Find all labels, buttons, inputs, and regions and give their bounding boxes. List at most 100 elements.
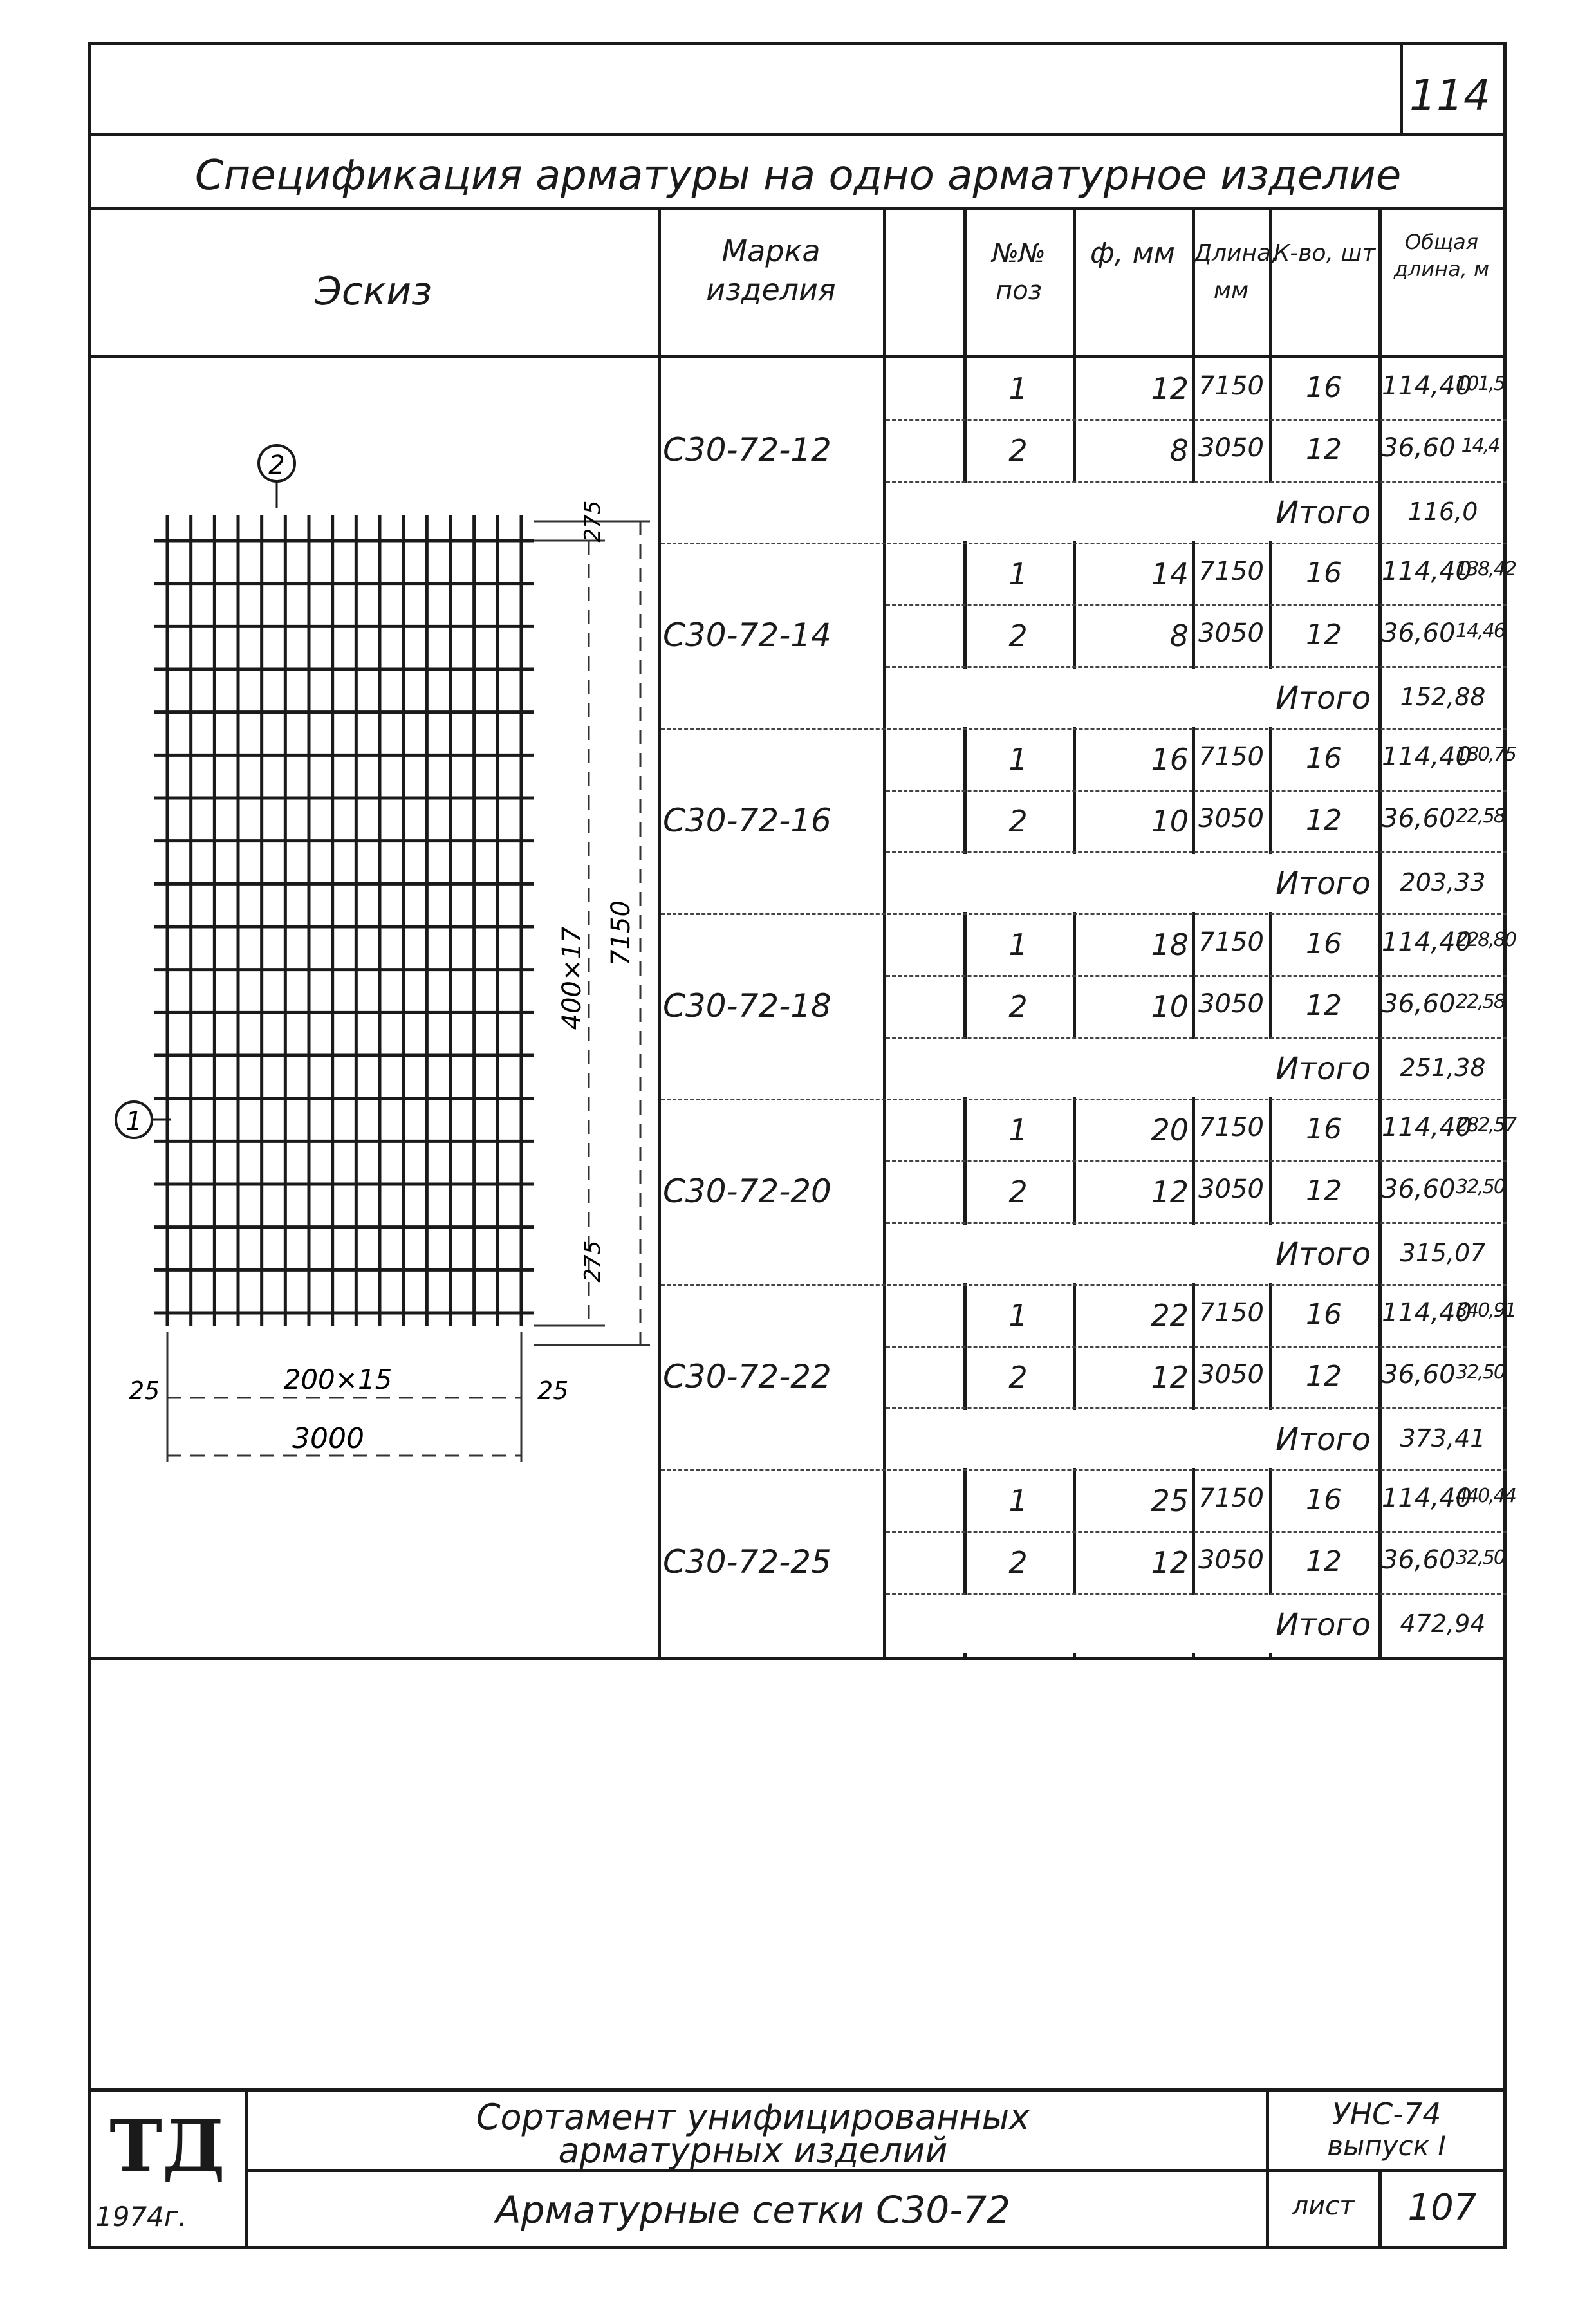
header-row-bottom <box>88 355 1507 358</box>
cell-mass: 101,5 <box>1456 373 1506 395</box>
dim-top: 275 <box>580 501 606 543</box>
cell-mass: 138,42 <box>1456 558 1517 580</box>
cell-pos: 1 <box>1008 557 1028 591</box>
cell-count: 16 <box>1306 742 1342 775</box>
cell-diam: 8 <box>1169 618 1189 653</box>
cell-length: 7150 <box>1198 1298 1264 1328</box>
cell-length: 3050 <box>1198 433 1264 463</box>
mesh-bars <box>154 515 534 1326</box>
titleblock-mid-line <box>245 2169 1507 2172</box>
row-separator <box>886 1160 1507 1162</box>
col-line-total <box>1378 207 1382 1657</box>
cell-total: 36,60 <box>1382 1545 1456 1575</box>
cell-total: 36,60 <box>1382 433 1456 463</box>
dim-bottom: 275 <box>580 1241 606 1283</box>
cell-count: 12 <box>1306 989 1342 1022</box>
group-mark: С30-72-16 <box>663 802 831 839</box>
cell-mass: 282,57 <box>1456 1114 1517 1137</box>
header-diam: ф, мм <box>1090 237 1175 270</box>
sheet-title: Арматурные сетки С30-72 <box>495 2188 1011 2232</box>
group-separator <box>661 1284 1507 1286</box>
cell-count: 16 <box>1306 1113 1342 1146</box>
row-separator <box>886 1346 1507 1348</box>
row-separator <box>886 1593 1507 1595</box>
cell-pos: 1 <box>1008 371 1028 406</box>
row-separator <box>886 1222 1507 1224</box>
cell-pos: 2 <box>1008 989 1028 1024</box>
cell-mass: 32,50 <box>1456 1361 1506 1384</box>
dim-right: 25 <box>537 1377 568 1405</box>
cell-mass: 22,58 <box>1456 805 1506 828</box>
group-mark: С30-72-20 <box>663 1173 831 1210</box>
cell-pos: 2 <box>1008 433 1028 468</box>
cell-total: 36,60 <box>1382 989 1456 1019</box>
itogo-value: 373,41 <box>1400 1424 1486 1452</box>
cell-diam: 18 <box>1151 927 1189 962</box>
row-separator <box>886 975 1507 977</box>
itogo-label: Итого <box>1276 1051 1371 1087</box>
header-pos: №№ поз <box>992 239 1046 306</box>
cell-pos: 1 <box>1008 1113 1028 1147</box>
cell-count: 16 <box>1306 1298 1342 1331</box>
cell-count: 12 <box>1306 1360 1342 1393</box>
itogo-row-mask <box>886 1225 1378 1283</box>
sheet-number: 107 <box>1407 2187 1477 2229</box>
group-separator <box>661 1099 1507 1100</box>
itogo-value: 116,0 <box>1407 497 1478 526</box>
group-mark: С30-72-14 <box>663 617 831 654</box>
sheet-frame <box>88 42 1507 2249</box>
cell-diam: 16 <box>1151 742 1189 777</box>
itogo-value: 315,07 <box>1400 1239 1486 1267</box>
col-line-pos <box>963 207 967 1657</box>
header-bottom-line <box>88 133 1507 136</box>
page-number: 114 <box>1409 71 1490 120</box>
sheet-label: лист <box>1292 2191 1355 2221</box>
cell-pos: 2 <box>1008 804 1028 839</box>
titleblock-code-divider <box>1266 2088 1269 2249</box>
col-line-mark <box>883 207 886 1657</box>
cell-diam: 8 <box>1169 433 1189 468</box>
cell-total: 36,60 <box>1382 618 1456 648</box>
itogo-row-mask <box>886 1595 1378 1653</box>
cell-mass: 14,46 <box>1456 620 1506 642</box>
cell-total: 36,60 <box>1382 804 1456 833</box>
itogo-value: 251,38 <box>1400 1053 1486 1082</box>
col-line-diam <box>1073 207 1076 1657</box>
row-separator <box>886 1037 1507 1039</box>
year: 1974г. <box>95 2201 187 2232</box>
header-mark: Марка изделия <box>706 234 836 307</box>
cell-count: 16 <box>1306 557 1342 589</box>
titleblock-logo-divider <box>245 2088 248 2249</box>
cell-length: 3050 <box>1198 804 1264 833</box>
cell-length: 7150 <box>1198 557 1264 586</box>
cell-diam: 14 <box>1151 557 1189 591</box>
cell-total: 114,40 <box>1382 1298 1472 1328</box>
titleblock-line1: Сортамент унифицированных <box>476 2097 1030 2137</box>
dim-left: 25 <box>129 1377 160 1405</box>
dim-height: 7150 <box>606 900 636 966</box>
cell-mass: 180,75 <box>1456 743 1517 766</box>
itogo-label: Итого <box>1276 1607 1371 1643</box>
cell-mass: 340,91 <box>1456 1299 1517 1322</box>
callout-2-label: 2 <box>268 450 284 480</box>
cell-total: 114,40 <box>1382 927 1472 957</box>
group-mark: С30-72-25 <box>663 1543 831 1581</box>
cell-count: 12 <box>1306 804 1342 837</box>
cell-total: 114,40 <box>1382 742 1472 772</box>
row-separator <box>886 481 1507 483</box>
row-separator <box>886 790 1507 792</box>
col-line-count <box>1269 207 1272 1657</box>
itogo-label: Итого <box>1276 1236 1371 1272</box>
cell-total: 114,40 <box>1382 557 1472 586</box>
itogo-value: 203,33 <box>1400 868 1486 896</box>
group-separator <box>661 1469 1507 1471</box>
cell-count: 12 <box>1306 433 1342 466</box>
itogo-label: Итого <box>1276 1422 1371 1458</box>
cell-length: 3050 <box>1198 989 1264 1019</box>
cell-count: 12 <box>1306 1174 1342 1207</box>
cell-length: 7150 <box>1198 1483 1264 1513</box>
cell-length: 3050 <box>1198 1174 1264 1204</box>
cell-diam: 25 <box>1151 1483 1189 1518</box>
cell-mass: 440,44 <box>1456 1485 1517 1507</box>
